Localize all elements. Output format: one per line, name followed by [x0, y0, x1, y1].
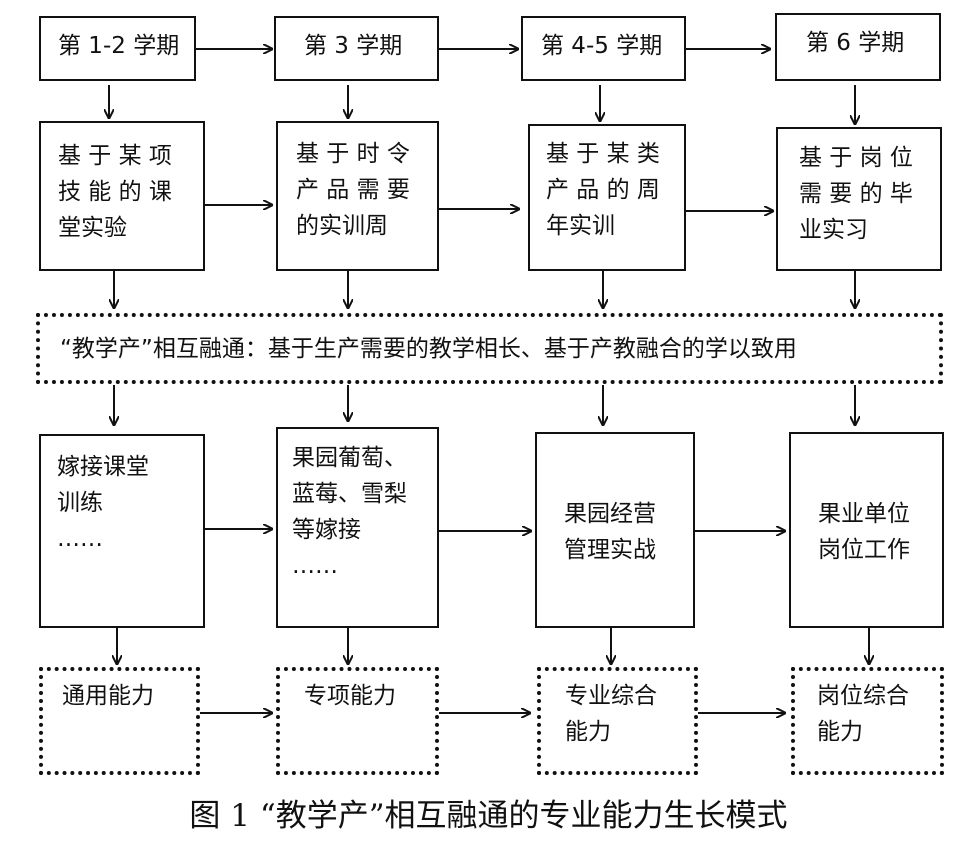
integration-banner-text: “教学产”相互融通：基于生产需要的教学相长、基于产教融合的学以致用	[60, 336, 797, 362]
training-box-1	[39, 121, 205, 271]
ability-box-4	[791, 667, 944, 775]
training-text-4: 基 于 岗 位 需 要 的 毕 业实习	[799, 145, 913, 243]
ability-box-3	[537, 667, 698, 775]
practice-text-4: 果业单位 岗位工作	[818, 501, 910, 563]
semester-label-2: 第 3 学期	[304, 33, 403, 59]
training-text-2: 基 于 时 令 产 品 需 要 的实训周	[296, 141, 410, 239]
practice-text-2: 果园葡萄、 蓝莓、雪梨 等嫁接 ……	[292, 445, 407, 579]
ability-text-2: 专项能力	[304, 683, 396, 709]
practice-text-1: 嫁接课堂 训练 ……	[57, 454, 149, 552]
flow-arrows	[0, 0, 977, 800]
practice-box-4	[789, 432, 944, 628]
practice-text-3: 果园经营 管理实战	[564, 501, 656, 563]
figure-caption: 图 1 “教学产”相互融通的专业能力生长模式	[189, 798, 788, 834]
practice-box-1	[39, 434, 205, 628]
ability-text-4: 岗位综合 能力	[817, 683, 909, 745]
ability-box-2	[276, 667, 439, 775]
training-text-3: 基 于 某 类 产 品 的 周 年实训	[546, 141, 660, 239]
practice-box-3	[535, 432, 695, 628]
practice-box-2	[276, 427, 439, 628]
training-box-3	[528, 124, 686, 271]
semester-box-2	[274, 16, 439, 81]
semester-label-1: 第 1-2 学期	[58, 33, 180, 59]
integration-banner	[36, 313, 943, 384]
semester-label-4: 第 6 学期	[806, 30, 905, 56]
semester-label-3: 第 4-5 学期	[541, 33, 663, 59]
semester-box-1	[39, 16, 196, 81]
training-box-2	[276, 121, 439, 271]
training-box-4	[776, 127, 942, 271]
semester-box-3	[521, 16, 686, 81]
ability-text-1: 通用能力	[62, 683, 154, 709]
training-text-1: 基 于 某 项 技 能 的 课 堂实验	[58, 143, 172, 241]
ability-box-1	[39, 667, 200, 775]
ability-text-3: 专业综合 能力	[565, 683, 657, 745]
semester-box-4	[775, 13, 941, 81]
